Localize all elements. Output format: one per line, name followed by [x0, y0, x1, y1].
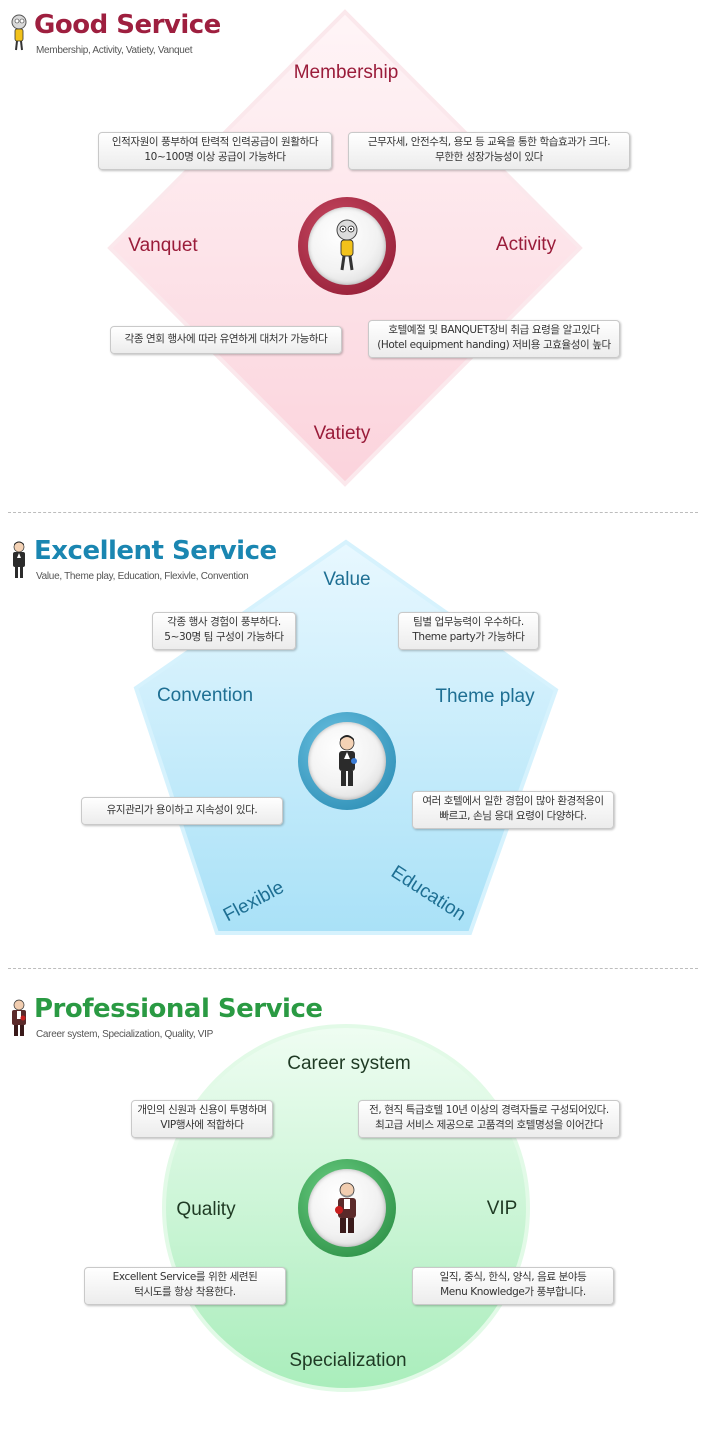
section-divider	[8, 968, 698, 969]
center-badge	[298, 1159, 396, 1257]
good-service-section: Good Service Membership, Activity, Vatie…	[0, 0, 725, 500]
butler-icon	[335, 1182, 356, 1233]
butler-icon	[12, 999, 26, 1036]
info-box: 각종 연회 행사에 따라 유연하게 대처가 가능하다	[110, 326, 342, 354]
info-box: 각종 행사 경험이 풍부하다.5~30명 팀 구성이 가능하다	[152, 612, 296, 650]
good-service-subtitle: Membership, Activity, Vatiety, Vanquet	[36, 45, 193, 56]
label-specialization: Specialization	[289, 1350, 407, 1371]
professional-service-section: Professional Service Career system, Spec…	[0, 978, 725, 1431]
info-box: 호텔예절 및 BANQUET장비 취급 요령을 알고있다(Hotel equip…	[368, 320, 620, 358]
label-value: Value	[323, 569, 371, 590]
label-theme-play: Theme play	[435, 686, 535, 707]
label-vatiety: Vatiety	[313, 423, 371, 444]
bird-mascot-icon	[11, 14, 27, 51]
section-divider	[8, 512, 698, 513]
info-box: 전, 현직 특급호텔 10년 이상의 경력자들로 구성되어있다.최고급 서비스 …	[358, 1100, 620, 1138]
professional-service-subtitle: Career system, Specialization, Quality, …	[36, 1029, 213, 1040]
label-membership: Membership	[293, 62, 399, 83]
label-activity: Activity	[495, 234, 557, 255]
info-box: 근무자세, 안전수칙, 용모 등 교육을 통한 학습효과가 크다.무한한 성장가…	[348, 132, 630, 170]
excellent-service-title: Excellent Service	[34, 536, 277, 566]
good-service-title: Good Service	[34, 10, 221, 40]
label-vanquet: Vanquet	[128, 235, 198, 256]
label-quality: Quality	[176, 1199, 236, 1220]
center-badge	[298, 712, 396, 810]
info-box: 유지관리가 용이하고 지속성이 있다.	[81, 797, 283, 825]
excellent-service-section: Excellent Service Value, Theme play, Edu…	[0, 520, 725, 960]
label-convention: Convention	[156, 685, 254, 706]
center-badge	[298, 197, 396, 295]
info-box: 팀별 업무능력이 우수하다.Theme party가 가능하다	[398, 612, 539, 650]
professional-service-title: Professional Service	[34, 994, 323, 1024]
good-service-header: Good Service Membership, Activity, Vatie…	[8, 8, 348, 60]
waiter-icon	[13, 541, 25, 578]
label-career-system: Career system	[287, 1053, 411, 1074]
excellent-service-subtitle: Value, Theme play, Education, Flexivle, …	[36, 571, 249, 582]
label-vip: VIP	[486, 1198, 518, 1219]
professional-service-header: Professional Service Career system, Spec…	[8, 992, 348, 1044]
bird-mascot-icon	[336, 219, 358, 271]
waiter-icon	[339, 735, 357, 786]
excellent-service-header: Excellent Service Value, Theme play, Edu…	[8, 534, 348, 586]
